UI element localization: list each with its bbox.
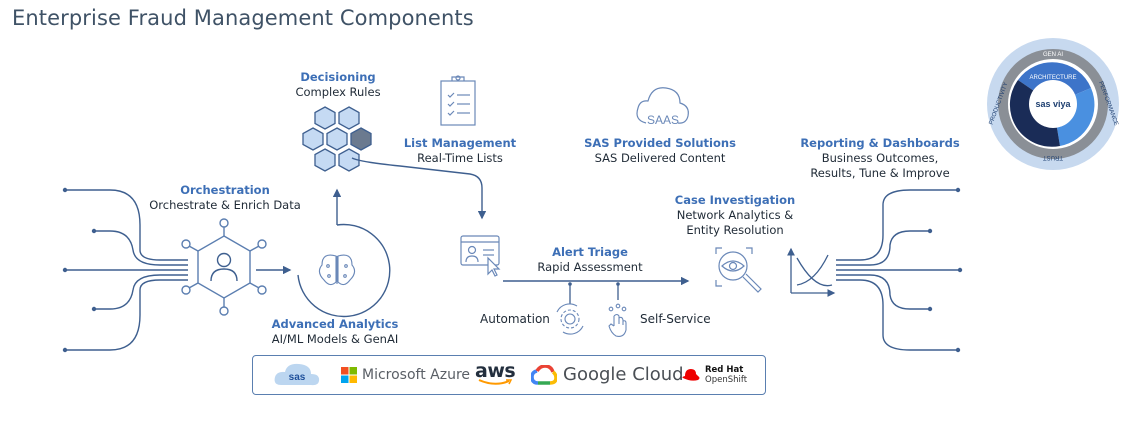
decisioning-to-triage-arrow xyxy=(351,157,487,220)
sas-cloud-icon: sas xyxy=(274,363,320,385)
svg-text:sas: sas xyxy=(289,372,306,383)
alert-triage-label: Alert Triage Rapid Assessment xyxy=(537,245,643,274)
output-stream-endpoints xyxy=(927,187,963,353)
profile-card-cursor-icon xyxy=(460,235,501,277)
list-management-label: List Management Real-Time Lists xyxy=(403,136,517,165)
google-cloud-logo: Google Cloud xyxy=(531,356,684,393)
svg-text:GEN AI: GEN AI xyxy=(1043,52,1063,58)
svg-text:ARCHITECTURE: ARCHITECTURE xyxy=(1029,75,1076,81)
svg-text:SAAS: SAAS xyxy=(647,113,679,127)
decisioning-label: Decisioning Complex Rules xyxy=(295,70,381,99)
advanced-analytics-circle xyxy=(297,188,391,318)
brain-circuit-icon xyxy=(318,254,356,286)
orchestration-label: Orchestration Orchestrate & Enrich Data xyxy=(149,183,301,212)
red-hat-openshift-logo: Red Hat OpenShift xyxy=(681,356,747,393)
microsoft-azure-logo: Microsoft Azure xyxy=(341,356,470,393)
sas-provided-solutions-label: SAS Provided Solutions SAS Delivered Con… xyxy=(584,136,736,165)
person-hexagon-icon xyxy=(181,218,267,316)
input-data-streams xyxy=(65,189,188,351)
saas-cloud-icon: SAAS xyxy=(636,87,689,127)
aws-logo: aws xyxy=(475,356,516,393)
advanced-analytics-label: Advanced Analytics AI/ML Models & GenAI xyxy=(271,317,399,346)
case-investigation-label: Case Investigation Network Analytics & E… xyxy=(674,193,796,237)
red-hat-icon xyxy=(682,368,700,381)
svg-text:TRUST: TRUST xyxy=(1043,154,1063,160)
sas-viya-badge: sas viya ARCHITECTURE GEN AI TRUST PRODU… xyxy=(987,38,1119,170)
page-title: Enterprise Fraud Management Components xyxy=(12,6,474,30)
input-stream-endpoints xyxy=(62,187,97,353)
svg-text:sas viya: sas viya xyxy=(1035,99,1071,109)
self-service-label: Self-Service xyxy=(640,312,711,326)
hexagon-cluster-icon xyxy=(302,106,372,172)
gear-cycle-icon xyxy=(556,303,584,335)
clipboard-checklist-icon xyxy=(440,75,476,126)
output-data-streams xyxy=(836,189,960,351)
microsoft-squares-icon xyxy=(341,366,357,383)
google-cloud-icon xyxy=(531,364,557,385)
hand-tap-icon xyxy=(608,303,627,337)
sas-logo: sas xyxy=(273,356,321,393)
reporting-dashboards-label: Reporting & Dashboards Business Outcomes… xyxy=(800,136,960,180)
aws-smile-icon xyxy=(478,379,513,385)
chart-crossing-lines-icon xyxy=(787,247,836,297)
platform-logos-bar: sas Microsoft Azure aws Google Cloud Red… xyxy=(252,355,766,395)
eye-magnifier-icon xyxy=(715,247,762,293)
automation-label: Automation xyxy=(480,312,550,326)
